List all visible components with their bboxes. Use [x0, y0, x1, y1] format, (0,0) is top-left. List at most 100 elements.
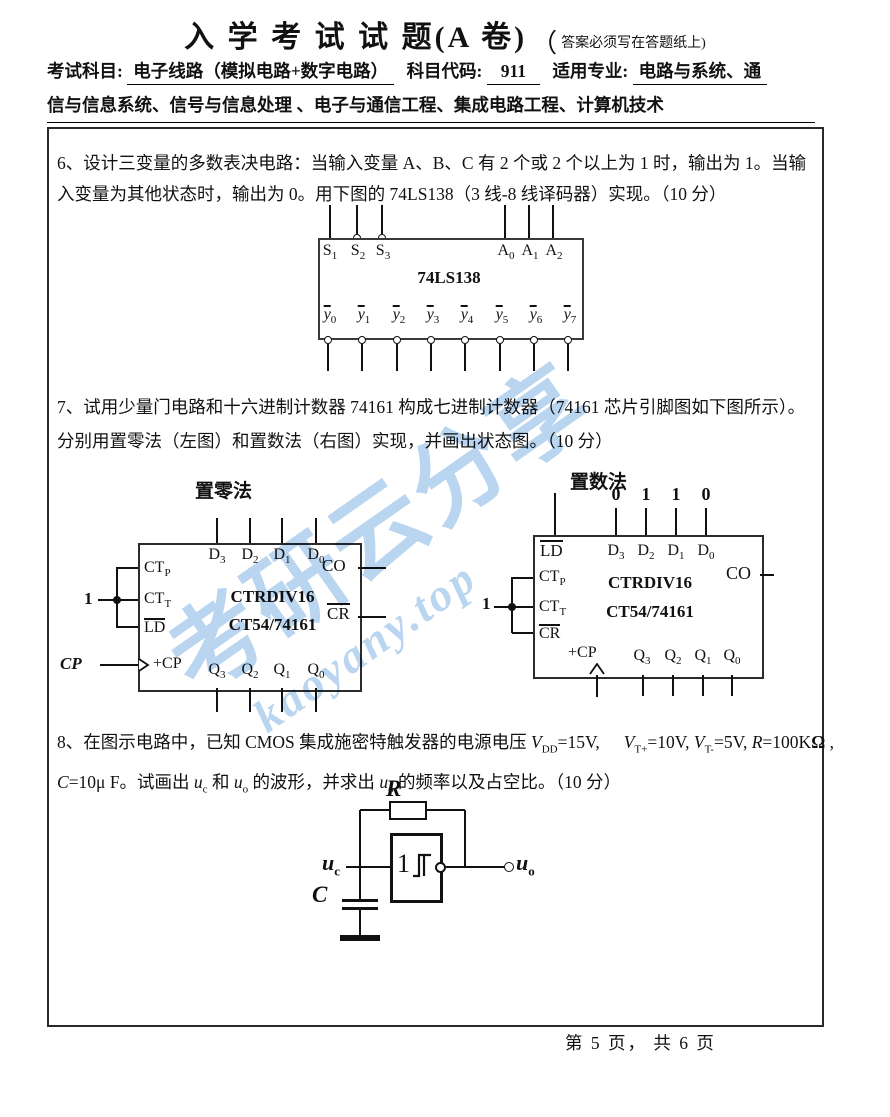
decoder-74ls138-diagram: S1 S2 S3 A0 A1 A2 74LS138 y0 y1 y2 y3 y4…	[270, 195, 600, 375]
meta-line-1: 考试科目: 电子线路（模拟电路+数字电路） 科目代码: 911 适用专业: 电路…	[47, 58, 768, 85]
wire	[359, 810, 361, 901]
pin-label-ctt: CTT	[539, 598, 567, 619]
inverter-bubble	[393, 336, 401, 344]
wire	[615, 508, 617, 535]
out-label-y7: y7	[563, 305, 577, 327]
q8-line1: 8、在图示电路中，已知 CMOS 集成施密特触发器的电源电压 VDD=15V,V…	[57, 732, 834, 756]
capacitor-label: C	[312, 882, 328, 907]
wire	[731, 675, 733, 696]
wire	[100, 664, 138, 666]
question-7: 7、试用少量门电路和十六进制计数器 74161 构成七进制计数器（74161 芯…	[57, 390, 805, 458]
page-title: 入 学 考 试 试 题(A 卷)	[184, 21, 528, 54]
out-label-y5: y5	[495, 305, 509, 327]
content-border-box	[47, 127, 824, 1027]
resistor-body	[389, 801, 427, 820]
pin-label-co: CO	[726, 563, 752, 583]
wire	[596, 675, 598, 697]
inverter-bubble	[564, 336, 572, 344]
q6-line2: 入变量为其他状态时，输出为 0。用下图的 74LS138（3 线-8 线译码器）…	[57, 184, 727, 204]
subject-value: 电子线路（模拟电路+数字电路）	[127, 61, 395, 85]
page-header: 入 学 考 试 试 题(A 卷) （ 答案必须写在答题纸上)	[0, 12, 890, 60]
wire	[281, 688, 283, 712]
cp-external-label: CP	[60, 654, 82, 673]
counter-body	[533, 535, 764, 679]
pin-label-d2: D2	[241, 546, 259, 567]
note-paren: （	[531, 29, 558, 58]
chip-name: CTRDIV16 CT54/74161	[606, 573, 694, 621]
diagram-title: 置零法	[195, 481, 253, 502]
out-label-y1: y1	[357, 305, 371, 327]
wire	[329, 205, 331, 238]
gate-function-label: 1	[397, 849, 410, 878]
wire	[315, 518, 317, 543]
pin-label-s2: S2	[350, 242, 366, 263]
preset-value-d2: 1	[641, 484, 651, 504]
inverter-bubble	[358, 336, 366, 344]
wire	[117, 567, 138, 569]
junction-dot	[508, 603, 516, 611]
inverter-bubble	[461, 336, 469, 344]
out-label-y3: y3	[426, 305, 440, 327]
subject-label: 考试科目:	[47, 61, 123, 81]
uo-label: uo	[516, 850, 535, 879]
q6-line1: 6、设计三变量的多数表决电路：当输入变量 A、B、C 有 2 个或 2 个以上为…	[57, 153, 807, 173]
pin-label-d2: D2	[637, 542, 655, 563]
counter-body	[138, 543, 362, 692]
pin-label-ctp: CTP	[539, 568, 566, 589]
wire	[528, 205, 530, 238]
junction-dot	[113, 596, 121, 604]
inverter-bubble	[530, 336, 538, 344]
pin-label-cp: +CP	[153, 655, 182, 672]
wire	[216, 688, 218, 712]
pin-label-q2: Q2	[664, 647, 682, 668]
pin-label-cp: +CP	[568, 644, 597, 661]
resistor-label: R	[386, 776, 402, 801]
code-value: 911	[486, 61, 541, 85]
wire	[464, 810, 466, 867]
wire	[315, 688, 317, 712]
preset-value-d0: 0	[701, 484, 711, 504]
q7-line1: 7、试用少量门电路和十六进制计数器 74161 构成七进制计数器（74161 芯…	[57, 397, 806, 417]
wire	[249, 518, 251, 543]
ground-symbol	[340, 935, 380, 941]
pin-label-co: CO	[322, 556, 346, 575]
question-6: 6、设计三变量的多数表决电路：当输入变量 A、B、C 有 2 个或 2 个以上为…	[57, 148, 806, 210]
code-label: 科目代码:	[406, 61, 483, 81]
clock-edge-icon	[138, 658, 150, 672]
wire	[446, 866, 506, 868]
wire	[705, 508, 707, 535]
inverter-bubble	[435, 862, 446, 873]
out-label-y4: y4	[460, 305, 474, 327]
wire	[533, 344, 535, 371]
inverter-bubble	[496, 336, 504, 344]
out-label-y0: y0	[323, 305, 337, 327]
out-label-y6: y6	[529, 305, 543, 327]
clock-edge-icon	[589, 663, 605, 675]
pin-label-ctt: CTT	[144, 590, 172, 611]
pin-label-a2: A2	[545, 242, 563, 263]
pin-label-q0: Q0	[723, 647, 741, 668]
capacitor-plate	[342, 907, 378, 910]
pin-label-cr: CR	[327, 603, 350, 623]
pin-label-s3: S3	[375, 242, 391, 263]
constant-one-label: 1	[84, 589, 93, 608]
counter-reset-method-diagram: 置零法 D3 D2 D1 D0 CTP CTT LD 1 CP +CP CTRD…	[60, 470, 440, 725]
pin-label-q2: Q2	[241, 661, 259, 682]
wire	[512, 577, 533, 579]
wire	[356, 205, 358, 234]
pin-label-d0: D0	[307, 546, 325, 567]
pin-label-d3: D3	[607, 542, 625, 563]
wire	[281, 518, 283, 543]
inverter-bubble	[324, 336, 332, 344]
pin-label-d3: D3	[208, 546, 226, 567]
major-value-1: 电路与系统、通	[632, 61, 768, 85]
wire	[346, 866, 390, 868]
pin-label-s1: S1	[322, 242, 338, 263]
output-terminal	[504, 862, 514, 872]
question-8: 8、在图示电路中，已知 CMOS 集成施密特触发器的电源电压 VDD=15V,V…	[57, 726, 834, 805]
pin-label-ctp: CTP	[144, 559, 171, 580]
pin-label-ld: LD	[144, 618, 166, 636]
hysteresis-icon	[413, 853, 431, 878]
wire	[464, 344, 466, 371]
